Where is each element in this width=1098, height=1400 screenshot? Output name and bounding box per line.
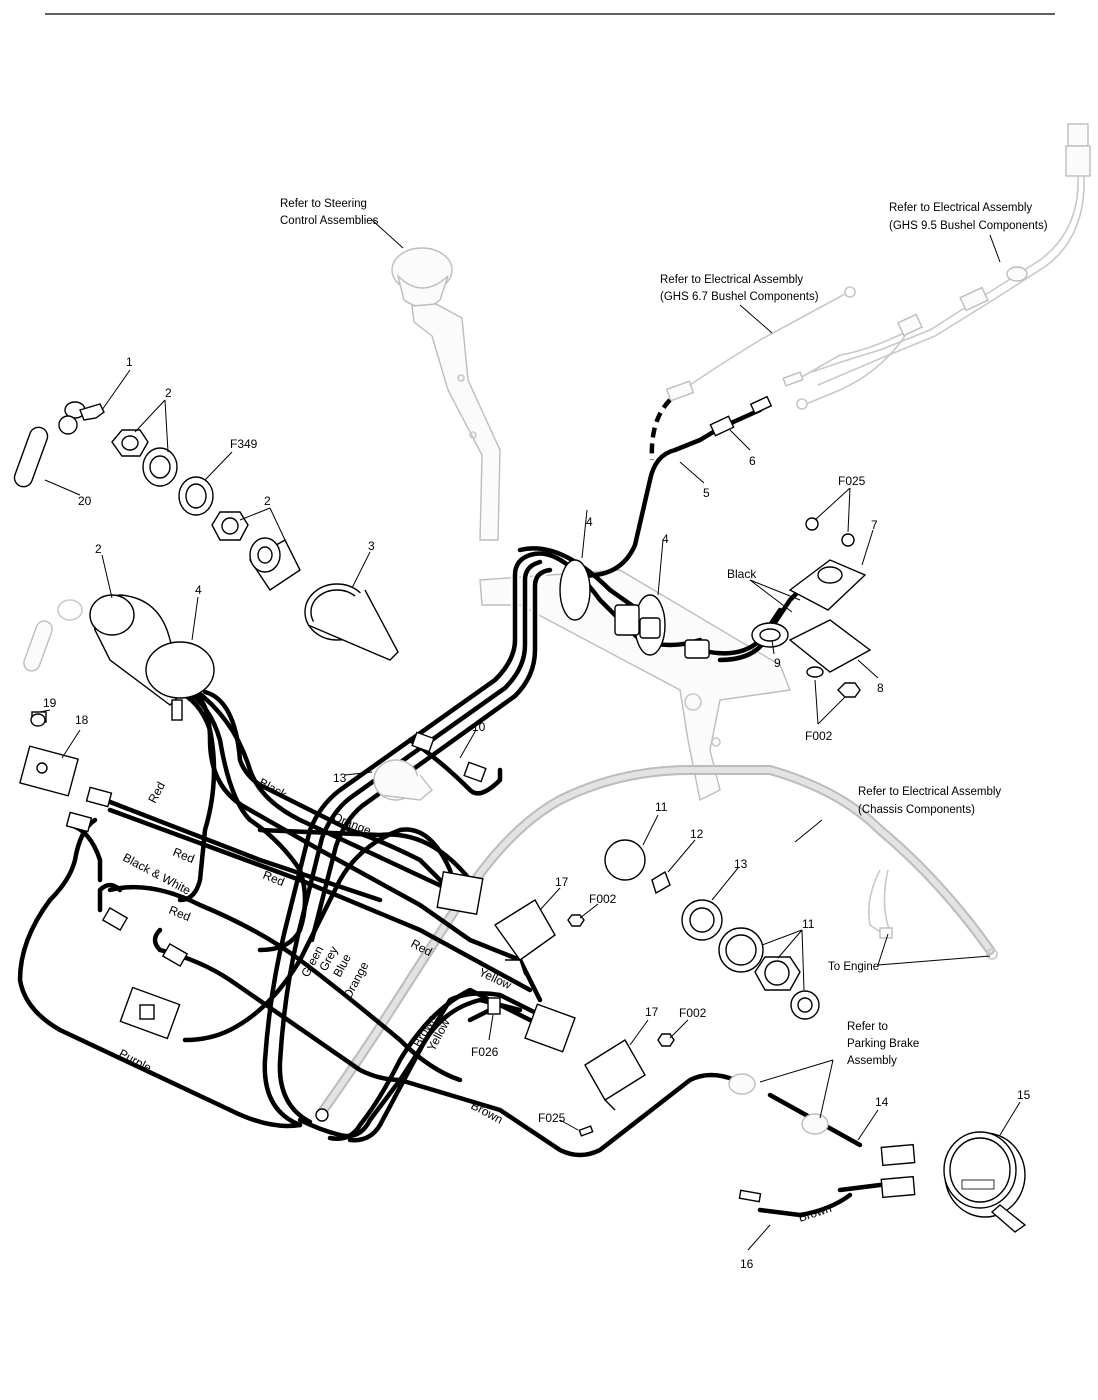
callout-f026: F026 (471, 1045, 499, 1059)
ref-ghs67-line2: (GHS 6.7 Bushel Components) (660, 291, 819, 303)
ref-to-engine: To Engine (828, 961, 879, 973)
hour-meter-item-15 (943, 1131, 1027, 1233)
callout-11a: 11 (655, 800, 668, 814)
callout-20: 20 (78, 494, 92, 508)
wire-label-red-1: Red (145, 779, 168, 805)
callout-15: 15 (1017, 1088, 1031, 1102)
ref-ghs95-line2: (GHS 9.5 Bushel Components) (889, 220, 1048, 232)
connectors-9 (614, 604, 789, 659)
ref-parking-line1: Refer to (847, 1021, 888, 1033)
callout-12: 12 (690, 827, 704, 841)
socket-item-13-ghost (373, 759, 433, 801)
terminal-item-16 (738, 1189, 762, 1203)
callout-f025a: F025 (838, 474, 866, 488)
callout-13a: 13 (333, 771, 347, 785)
wire-label-brown-3: Brown (797, 1201, 834, 1225)
main-wires (17, 398, 883, 1218)
ref-chassis-line2: (Chassis Components) (858, 804, 975, 816)
leader-lines (39, 219, 1021, 1251)
callout-f002a: F002 (805, 729, 833, 743)
wire-label-red-4: Red (167, 903, 193, 924)
callout-9: 9 (774, 656, 781, 670)
boot-item-3 (304, 583, 399, 661)
relay-connectors (436, 870, 576, 1053)
connectors-item-14 (880, 1143, 916, 1199)
callout-18: 18 (75, 713, 89, 727)
nut-washer-set (111, 429, 249, 541)
reference-labels: Refer to Steering Control Assemblies Ref… (280, 198, 1048, 1067)
callout-4a: 4 (195, 583, 202, 597)
ref-steering-line1: Refer to Steering (280, 198, 367, 210)
ghs67-harness (665, 286, 856, 402)
callout-f002c: F002 (679, 1006, 707, 1020)
callout-5: 5 (703, 486, 710, 500)
callout-8: 8 (877, 681, 884, 695)
callout-13b: 13 (734, 857, 748, 871)
wire-label-red-2: Red (171, 845, 197, 866)
callout-16: 16 (740, 1257, 754, 1271)
callout-11b: 11 (802, 917, 815, 931)
fuse-item-6 (709, 395, 773, 437)
callout-4c: 4 (662, 532, 669, 546)
ref-ghs95-line1: Refer to Electrical Assembly (889, 202, 1032, 214)
chassis-harness (317, 765, 998, 1117)
callout-f349: F349 (230, 437, 258, 451)
parking-brake-clips (728, 1073, 829, 1135)
toggle-switch-18-19 (19, 711, 79, 797)
callout-17a: 17 (555, 875, 569, 889)
ref-parking-line3: Assembly (847, 1055, 897, 1067)
callout-f002b: F002 (589, 892, 617, 906)
callout-7: 7 (871, 518, 878, 532)
callout-19: 19 (43, 696, 57, 710)
ignition-switch (249, 537, 301, 591)
callout-2b: 2 (264, 494, 271, 508)
callout-4b: 4 (586, 515, 593, 529)
ref-ghs67-line1: Refer to Electrical Assembly (660, 274, 803, 286)
switch-assembly-lower (23, 594, 215, 721)
connector-lower-left (119, 986, 181, 1040)
callout-numbers: 1 2 F349 2 20 3 2 4 4 4 5 6 F025 7 9 8 F… (43, 355, 1031, 1271)
ghs95-harness (782, 123, 1091, 410)
lamp-items-11-12-13 (604, 839, 820, 1020)
wire-label-purple: Purple (117, 1046, 154, 1075)
steering-column (391, 247, 791, 802)
wire-label-red-3: Red (261, 868, 287, 889)
wire-label-brown-2: Brown (469, 1098, 506, 1126)
callout-14: 14 (875, 1095, 889, 1109)
callout-3: 3 (368, 539, 375, 553)
connectors-18 (65, 786, 189, 968)
connectors-item-10 (411, 731, 487, 783)
ref-chassis-line1: Refer to Electrical Assembly (858, 786, 1001, 798)
wire-label-black-top: Black (727, 567, 757, 581)
ref-parking-line2: Parking Brake (847, 1038, 919, 1050)
grommet-item-9 (315, 1108, 329, 1122)
plate-item-8 (788, 619, 872, 698)
callout-f025b: F025 (538, 1111, 566, 1125)
callout-2a: 2 (165, 386, 172, 400)
callout-10: 10 (472, 720, 486, 734)
callout-17b: 17 (645, 1005, 659, 1019)
callout-6: 6 (749, 454, 756, 468)
ref-steering-line2: Control Assemblies (280, 215, 379, 227)
sensor-item-7 (788, 517, 867, 611)
callout-1: 1 (126, 355, 133, 369)
callout-2c: 2 (95, 542, 102, 556)
key-item-1 (13, 401, 105, 488)
